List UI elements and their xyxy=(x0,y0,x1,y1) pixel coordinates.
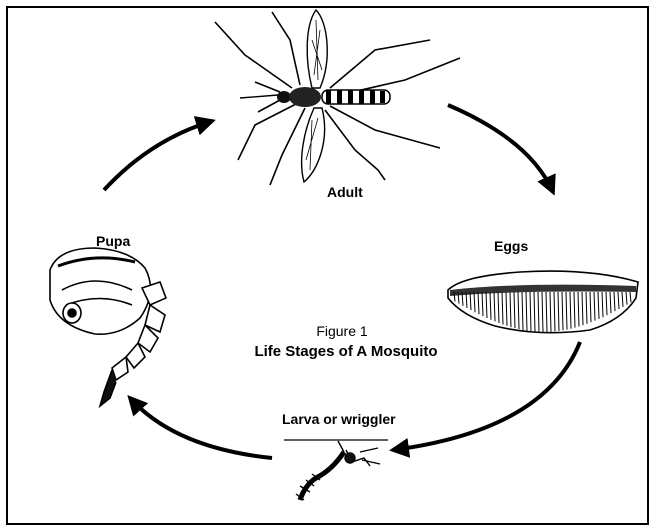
arrow-larva-to-pupa xyxy=(130,398,272,458)
arrow-adult-to-eggs xyxy=(448,105,553,192)
eggs-raft-illustration xyxy=(448,271,638,333)
eggs-label: Eggs xyxy=(494,238,528,254)
adult-mosquito-body xyxy=(277,87,390,107)
larva-label: Larva or wriggler xyxy=(282,411,396,427)
adult-label: Adult xyxy=(327,184,363,200)
larva-illustration xyxy=(284,440,388,500)
figure-title: Life Stages of A Mosquito xyxy=(228,343,464,360)
arrow-pupa-to-adult xyxy=(104,121,212,190)
figure-number: Figure 1 xyxy=(292,323,392,339)
pupa-illustration xyxy=(50,248,166,406)
pupa-label: Pupa xyxy=(96,233,130,249)
